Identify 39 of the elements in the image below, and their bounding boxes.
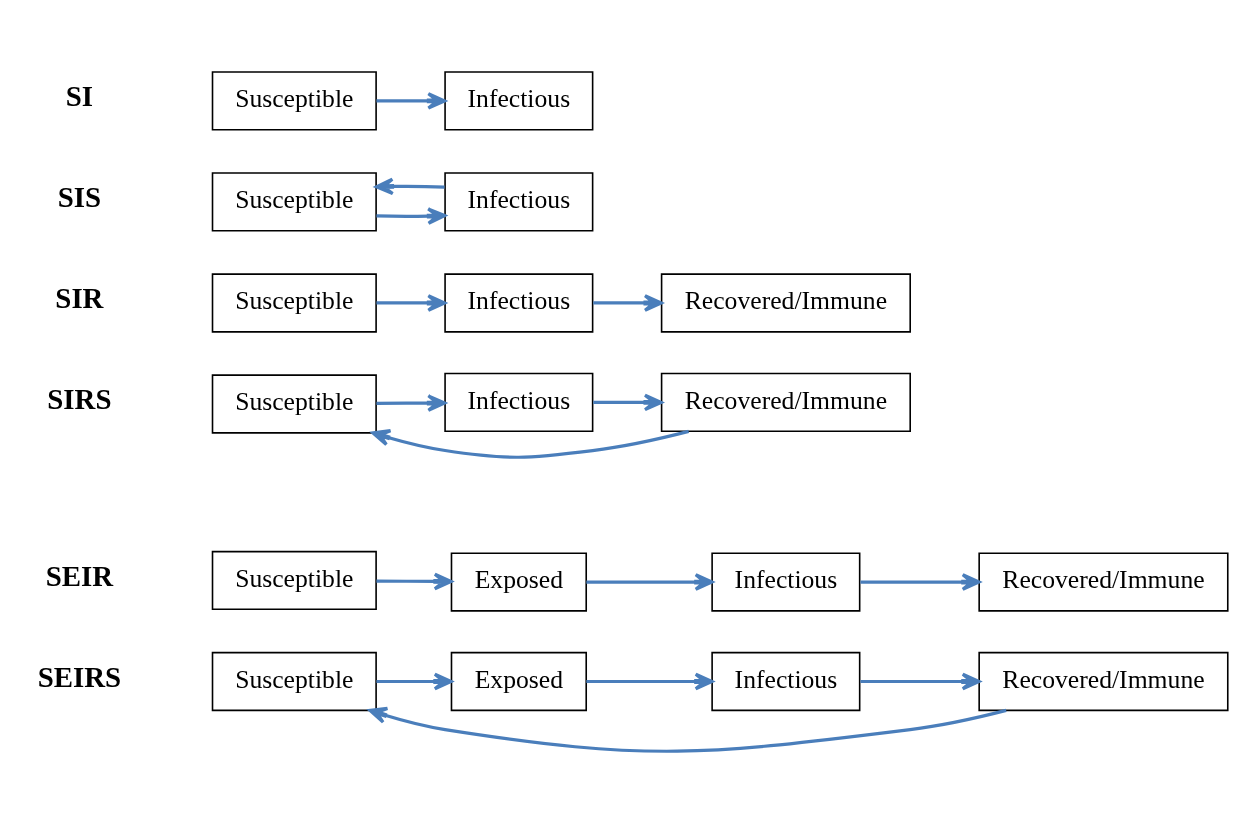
node-box: Recovered/Immune — [660, 372, 911, 433]
arrow — [593, 294, 663, 312]
arrow — [376, 207, 447, 225]
node-box: Infectious — [444, 372, 594, 433]
arrow — [376, 672, 453, 691]
arrow — [368, 706, 1007, 753]
arrow — [376, 92, 447, 110]
node-box: Infectious — [444, 71, 594, 131]
arrow — [586, 672, 714, 691]
arrow — [860, 573, 981, 591]
node-box: Infectious — [444, 273, 594, 333]
arrow — [860, 672, 981, 691]
node-box: Infectious — [444, 172, 594, 232]
arrow — [376, 572, 453, 591]
arrow — [586, 573, 714, 591]
node-box: Susceptible — [211, 374, 377, 434]
node-box: Infectious — [711, 651, 861, 712]
arrow — [376, 394, 447, 412]
label: SIRS — [47, 383, 112, 416]
arrow — [374, 177, 445, 196]
node-box: Recovered/Immune — [978, 552, 1229, 612]
arrow — [371, 429, 690, 459]
label: SI — [65, 80, 94, 113]
label: SEIR — [45, 559, 114, 592]
arrow — [376, 294, 447, 312]
node-box: Infectious — [711, 552, 861, 612]
node-box: Susceptible — [211, 71, 377, 131]
node-box: Exposed — [450, 651, 587, 712]
label: SIR — [55, 282, 104, 315]
node-box: Susceptible — [211, 273, 377, 333]
arrow — [593, 393, 663, 412]
node-box: Susceptible — [211, 172, 377, 232]
node-box: Susceptible — [211, 550, 377, 611]
label: SEIRS — [37, 660, 122, 693]
node-box: Recovered/Immune — [978, 651, 1229, 712]
node-box: Susceptible — [211, 651, 377, 712]
node-box: Exposed — [450, 552, 587, 612]
node-box: Recovered/Immune — [660, 273, 911, 333]
label: SIS — [57, 181, 102, 214]
